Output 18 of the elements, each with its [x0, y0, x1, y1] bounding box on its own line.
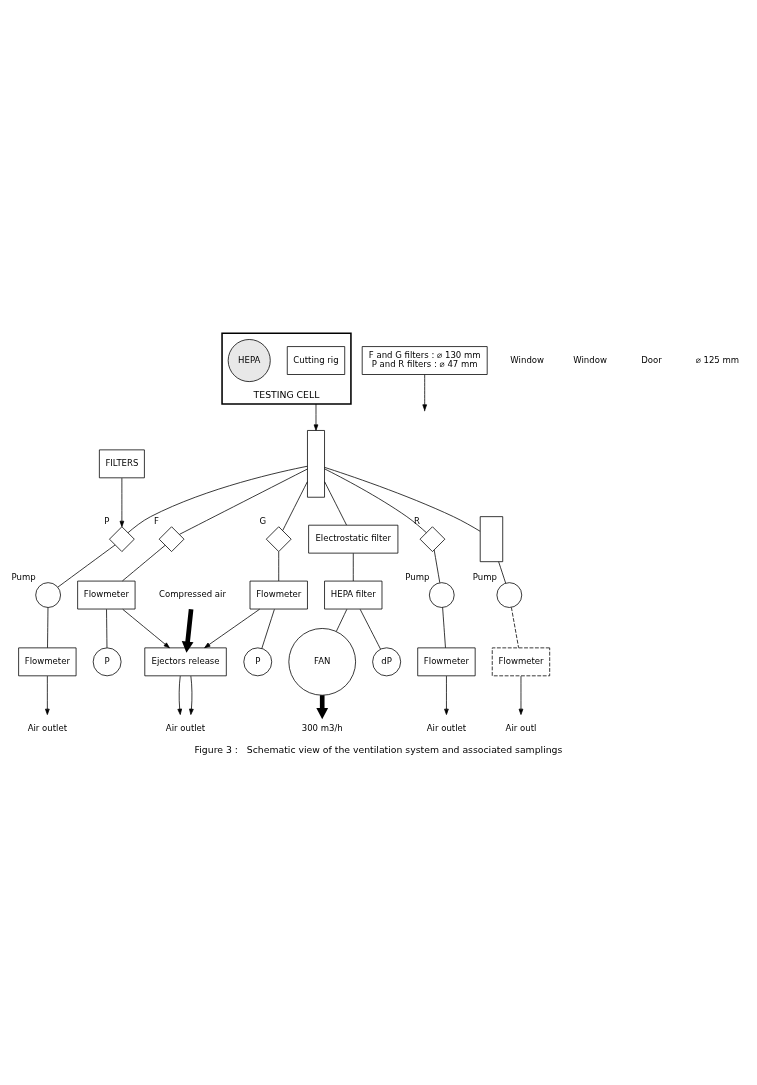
node-label: G	[259, 515, 267, 526]
label: Window	[573, 354, 607, 365]
node-text: Air outlet	[27, 722, 68, 733]
node-text: Air outlet	[426, 722, 467, 733]
node-label: Pump	[472, 571, 497, 582]
node-label: Pump	[11, 571, 36, 582]
label: Door	[641, 354, 662, 365]
label: Window	[510, 354, 545, 365]
node-text: Air outlet	[165, 722, 206, 733]
node-label: Pump	[405, 571, 430, 582]
label: ⌀ 125 mm	[695, 354, 740, 365]
caption: Figure 3 : Schematic view of the ventilation system and associated samplings	[194, 743, 563, 755]
node-label: F	[153, 515, 159, 526]
node-text: Air outl	[505, 722, 537, 733]
node-text: 300 m3/h	[301, 722, 343, 733]
node-text: Compressed air	[159, 588, 226, 599]
node-label: P	[104, 515, 110, 526]
node-label: R	[413, 515, 420, 526]
